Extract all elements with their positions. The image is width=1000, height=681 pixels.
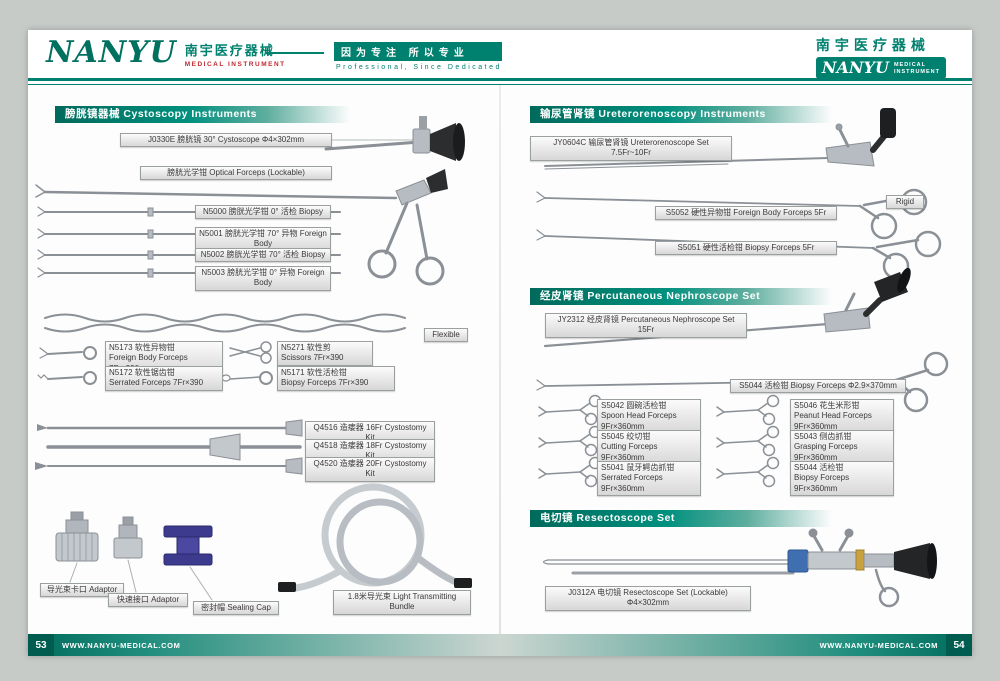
page-fold-line [499,85,501,634]
label-s5045: S5045 绞切钳 Cutting Forceps 9Fr×360mm [597,430,701,466]
label-n5271: N5271 软性剪 Scissors 7Fr×390 [277,341,373,366]
resectoscope-illustration [542,528,937,608]
mini-forceps-peanut-illustration [716,394,780,426]
label-n5171: N5171 软性活检钳 Biopsy Forceps 7Fr×390 [277,366,395,391]
brand-wordmark: NANYU [46,35,177,70]
label-s5046: S5046 花生米形钳 Peanut Head Forceps 9Fr×360m… [790,399,894,435]
cystoscope-illustration [122,116,465,161]
nephroscope-illustration [543,267,911,348]
label-s5052: S5052 硬性异物钳 Foreign Body Forceps 5Fr [655,206,837,221]
optical-forceps-illustration [35,169,448,286]
catalog-sheet: NANYU 南宇医疗器械 MEDICAL INSTRUMENT 因为专注 所以专… [28,30,972,656]
mini-forceps-spoon-illustration [538,394,602,426]
brand-subtitle: MEDICAL INSTRUMENT [184,61,286,68]
brand-chinese-name-right: 南宇医疗器械 [815,37,930,53]
label-n5001: N5001 膀胱光学钳 70° 异物 Foreign Body [195,227,331,252]
slogan-chinese: 因为专注 所以专业 [334,42,502,61]
brand-subtitle-word1: MEDICAL [893,61,926,68]
section-banner-ureterorenoscopy: 输尿管肾镜 Ureterorenoscopy Instruments [530,106,832,123]
footer-bar: 53 WWW.NANYU-MEDICAL.COM WWW.NANYU-MEDIC… [28,634,972,656]
brand-badge: NANYU MEDICAL INSTRUMENT [815,57,946,79]
label-light-bundle: 1.8米导光束 Light Transmitting Bundle [333,590,471,615]
label-optical-forceps: 膀胱光学钳 Optical Forceps (Lockable) [140,166,332,181]
brand-name-block: 南宇医疗器械 MEDICAL INSTRUMENT [185,40,286,68]
brand-logo-left: NANYU 南宇医疗器械 MEDICAL INSTRUMENT [46,36,286,70]
website-right: WWW.NANYU-MEDICAL.COM [819,640,938,650]
label-s5051: S5051 硬性活检钳 Biopsy Forceps 5Fr [655,241,837,256]
label-jy0604c: JY0604C 输尿管肾镜 Ureterorenoscope Set 7.5Fr… [530,136,732,161]
label-flexible: Flexible [424,328,468,343]
label-light-guide-adaptor: 导光束卡口 Adaptor [40,583,124,598]
ureterorenoscope-illustration [544,108,896,170]
label-s5042: S5042 圆碗活检钳 Spoon Head Forceps 9Fr×360mm [597,399,701,435]
light-bundle-illustration [278,483,472,592]
label-n5003: N5003 膀胱光学钳 0° 异物 Foreign Body [195,266,331,291]
section-banner-nephroscope: 经皮肾镜 Percutaneous Nephroscope Set [530,288,832,305]
label-n5172: N5172 软性锯齿钳 Serrated Forceps 7Fr×390 [105,366,223,391]
flexible-forceps-illustration [37,313,406,385]
header-divider-line [266,51,324,54]
label-sealing-cap: 密封帽 Sealing Cap [193,601,279,616]
adaptors-illustration [55,511,213,601]
website-left: WWW.NANYU-MEDICAL.COM [62,640,181,650]
slogan-block: 因为专注 所以专业 Professional, Since Dedicated [334,42,502,71]
brand-subtitle-right: MEDICAL INSTRUMENT [894,59,940,77]
rigid-forceps-illustration [536,188,942,280]
mini-forceps-cutting-illustration [538,425,602,457]
section-banner-cystoscopy: 膀胱镜器械 Cystoscopy Instruments [55,106,350,123]
label-s5044-long: S5044 活检钳 Biopsy Forceps Φ2.9×370mm [730,379,906,394]
label-jy2312: JY2312 经皮肾镜 Percutaneous Nephroscope Set… [545,313,747,338]
brand-logo-right: 南宇医疗器械 NANYU MEDICAL INSTRUMENT [815,35,946,79]
cystostomy-kit-illustration [35,419,303,475]
label-s5041: S5041 鼠牙鳄齿抓钳 Serrated Forceps 9Fr×360mm [597,461,701,497]
brand-wordmark-right: NANYU [821,58,889,77]
mini-forceps-biopsy-illustration [716,456,780,488]
slogan-english: Professional, Since Dedicated [336,64,502,71]
brand-subtitle-word2: INSTRUMENT [893,68,940,75]
page-number-left: 53 [28,634,54,656]
label-s5043: S5043 侧齿抓钳 Grasping Forceps 9Fr×360mm [790,430,894,466]
header-slogan: 因为专注 所以专业 Professional, Since Dedicated [266,42,502,71]
label-j0312a: J0312A 电切镜 Resectoscope Set (Lockable) Φ… [545,586,751,611]
label-n5000: N5000 膀胱光学钳 0° 活检 Biopsy [195,205,331,220]
brand-chinese-name: 南宇医疗器械 [184,43,275,58]
label-rigid: Rigid [886,195,924,210]
label-n5002: N5002 膀胱光学钳 70° 活检 Biopsy [195,248,331,263]
header-rule [28,78,972,85]
label-quick-adaptor: 快速接口 Adaptor [108,593,188,608]
page-number-right: 54 [946,634,972,656]
label-cystoscope: J0330E 膀胱镜 30° Cystoscope Φ4×302mm [120,133,332,148]
mini-forceps-serrated-illustration [538,456,602,488]
mini-forceps-grasping-illustration [716,425,780,457]
page-header: NANYU 南宇医疗器械 MEDICAL INSTRUMENT 因为专注 所以专… [28,30,972,79]
section-banner-resectoscope: 电切镜 Resectoscope Set [530,510,832,527]
label-q4520: Q4520 造瘘器 20Fr Cystostomy Kit [305,457,435,482]
label-s5044b: S5044 活检钳 Biopsy Forceps 9Fr×360mm [790,461,894,497]
